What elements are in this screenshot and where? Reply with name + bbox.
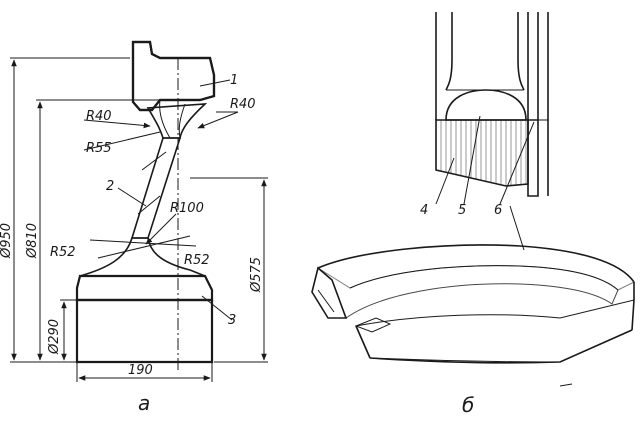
radius-r52-left: R52 bbox=[50, 245, 76, 260]
caption-a: а bbox=[138, 391, 150, 415]
radius-r40-left: R40 bbox=[86, 109, 112, 124]
forged-ring bbox=[311, 244, 635, 387]
web-section bbox=[130, 137, 182, 239]
part-label-2: 2 bbox=[106, 179, 114, 194]
ring-top-face bbox=[316, 244, 635, 291]
radius-r55: R55 bbox=[86, 141, 112, 156]
web-weld-line-2 bbox=[137, 195, 161, 215]
hub-section bbox=[75, 274, 214, 302]
dimensions-a bbox=[10, 57, 268, 382]
dim-w190: 190 bbox=[128, 363, 153, 378]
die-assembly bbox=[435, 12, 549, 251]
dim-d810: Ø810 bbox=[25, 223, 40, 259]
hub-bore bbox=[75, 298, 214, 364]
web-profile-left bbox=[159, 99, 171, 139]
part-label-5: 5 bbox=[458, 203, 466, 218]
part-label-3: 3 bbox=[228, 313, 236, 328]
radius-r40-right: R40 bbox=[230, 97, 256, 112]
web-weld-line-1 bbox=[141, 151, 167, 171]
lower-die-fill bbox=[436, 120, 528, 186]
radius-r52-right: R52 bbox=[184, 253, 210, 268]
dim-d950: Ø950 bbox=[0, 223, 14, 259]
part-label-4: 4 bbox=[420, 203, 428, 218]
ring-outer-wall bbox=[355, 299, 635, 363]
part-label-1: 1 bbox=[230, 73, 238, 88]
dim-d575: Ø575 bbox=[249, 257, 264, 293]
ring-inner-wall bbox=[331, 279, 619, 319]
web-profile-right bbox=[178, 103, 186, 139]
caption-b: б bbox=[462, 393, 474, 417]
rim-outline bbox=[131, 40, 216, 112]
billet-section bbox=[445, 89, 527, 121]
dim-d290: Ø290 bbox=[47, 319, 62, 355]
part-label-6: 6 bbox=[494, 203, 502, 218]
r52-leader-line bbox=[89, 239, 197, 247]
radius-r100: R100 bbox=[170, 201, 204, 216]
r52-leader-line-2 bbox=[97, 235, 191, 259]
